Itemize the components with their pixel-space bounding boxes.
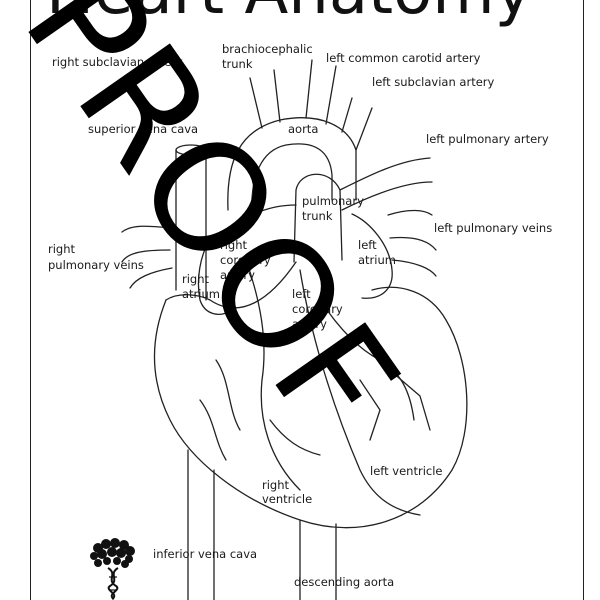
- label-left-pulmonary-artery: left pulmonary artery: [426, 132, 549, 146]
- label-left-atrium-line1: left: [358, 238, 377, 252]
- label-right-atrium-line1: right: [182, 272, 210, 286]
- label-superior-vena-cava: superior vena cava: [88, 122, 199, 136]
- label-descending-aorta: descending aorta: [294, 575, 395, 589]
- label-right-pulmonary-veins-line2: pulmonary veins: [48, 258, 144, 272]
- label-brachiocephalic-trunk-line2: trunk: [222, 57, 253, 71]
- label-left-coronary-artery-line3: artery: [292, 317, 327, 331]
- label-inferior-vena-cava: inferior vena cava: [153, 547, 258, 561]
- label-right-subclavian-artery: right subclavian artery: [52, 55, 183, 69]
- label-right-pulmonary-veins-line1: right: [48, 242, 76, 256]
- label-right-atrium-line2: atrium: [182, 287, 220, 301]
- label-left-subclavian-artery: left subclavian artery: [372, 75, 495, 89]
- label-right-coronary-artery-line2: coronary: [220, 253, 271, 267]
- label-left-ventricle: left ventricle: [370, 464, 443, 478]
- label-brachiocephalic-trunk-line1: brachiocephalic: [222, 42, 313, 56]
- label-left-coronary-artery-line1: left: [292, 287, 311, 301]
- label-pulmonary-trunk-line2: trunk: [302, 209, 333, 223]
- page-title: Heart Anatomy: [46, 0, 533, 24]
- label-left-pulmonary-veins: left pulmonary veins: [434, 221, 553, 235]
- label-aorta: aorta: [288, 122, 319, 136]
- label-left-atrium-line2: atrium: [358, 253, 396, 267]
- label-right-ventricle-line2: ventricle: [262, 492, 313, 506]
- label-pulmonary-trunk-line1: pulmonary: [302, 194, 364, 208]
- tree-dna-logo: [90, 538, 135, 600]
- label-right-ventricle-line1: right: [262, 478, 290, 492]
- label-right-coronary-artery-line1: right: [220, 238, 248, 252]
- label-left-common-carotid-artery: left common carotid artery: [326, 51, 481, 65]
- label-left-coronary-artery-line2: coronary: [292, 302, 343, 316]
- worksheet-page: [30, 0, 584, 600]
- label-right-coronary-artery-line3: artery: [220, 268, 255, 282]
